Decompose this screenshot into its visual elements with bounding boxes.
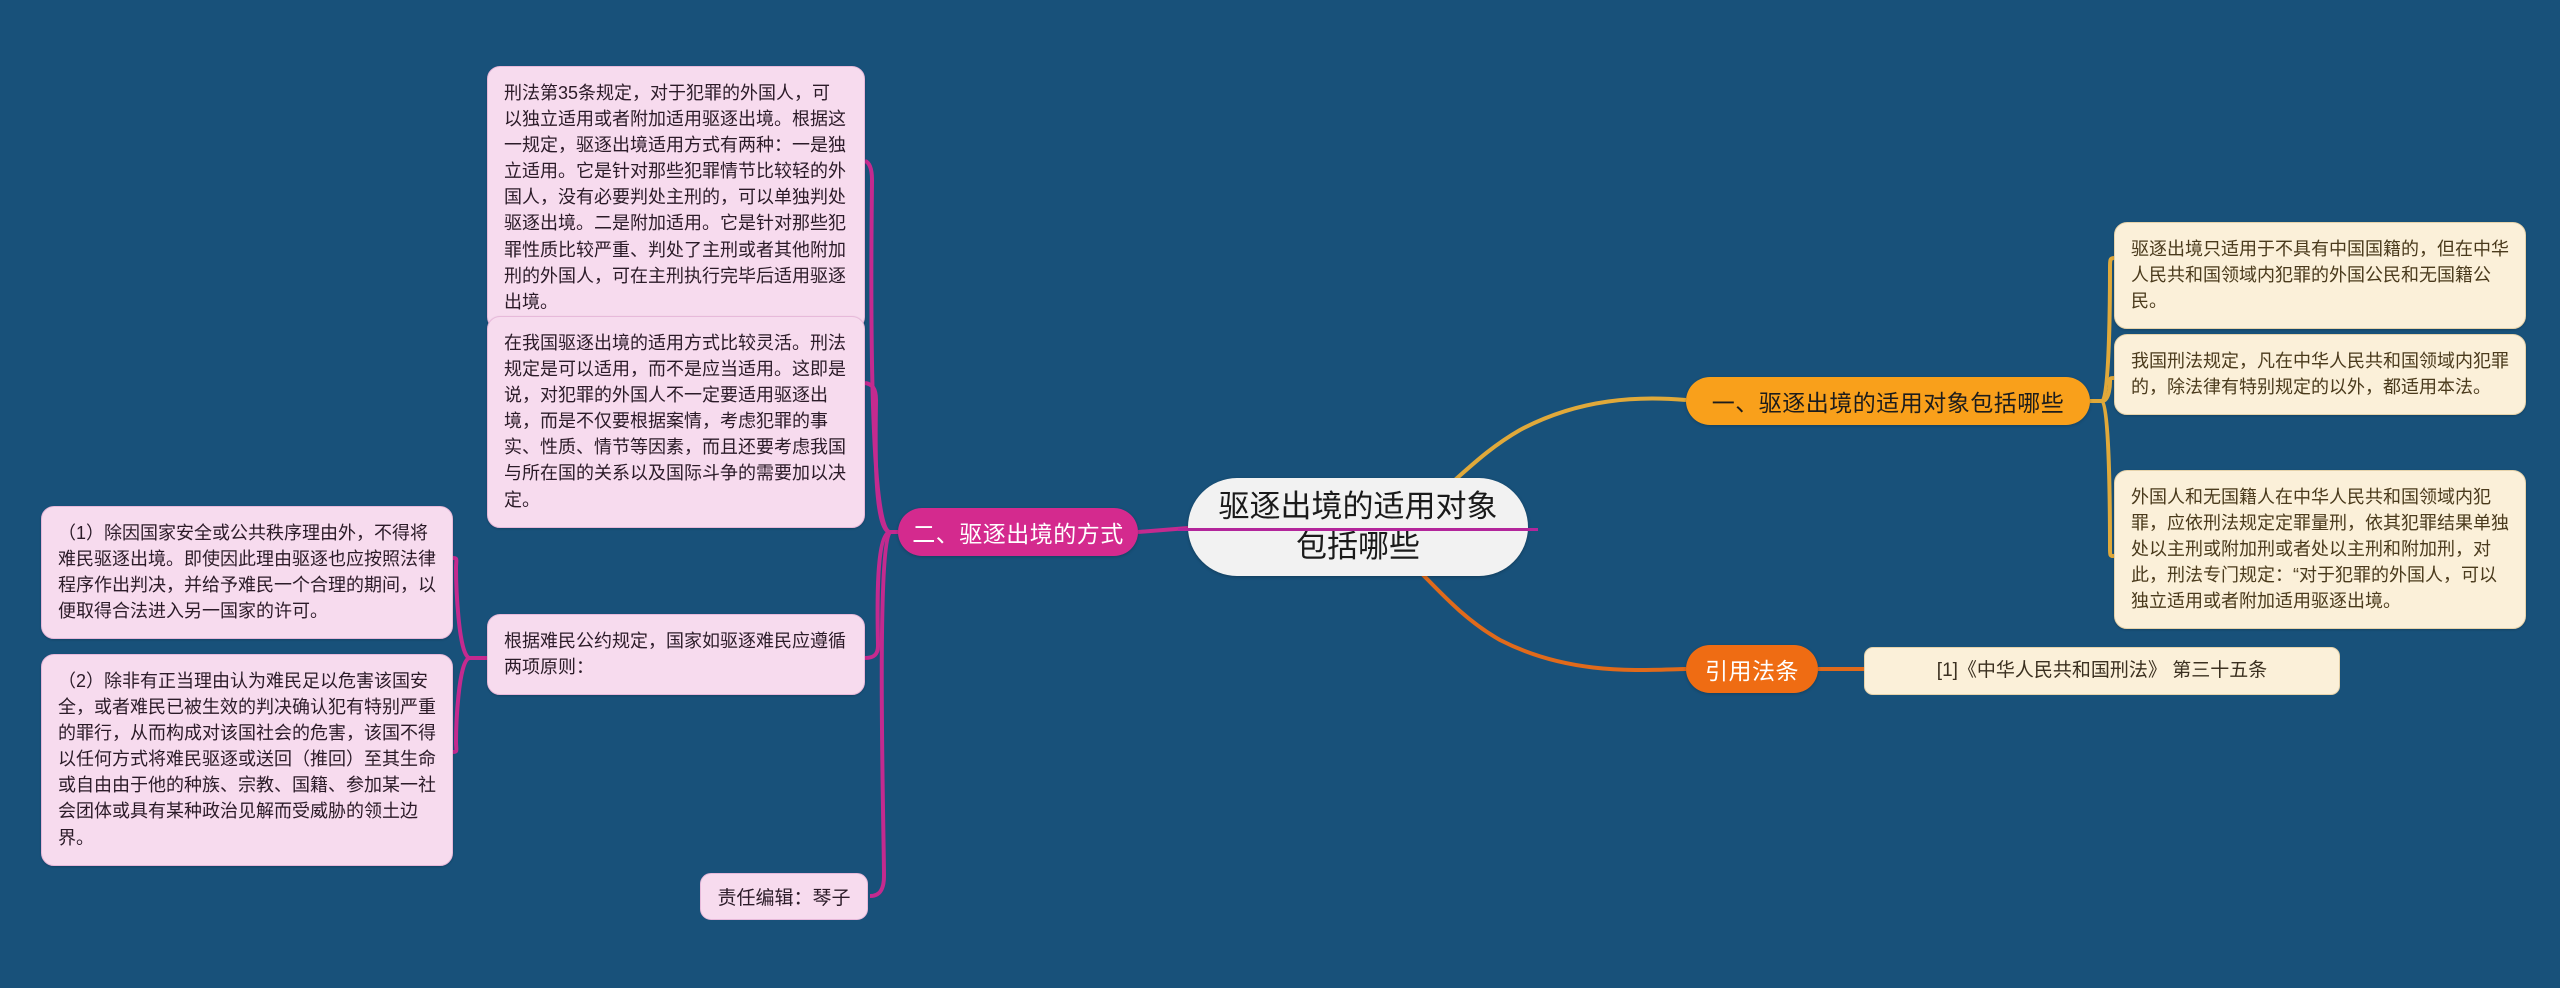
central-topic-label: 驱逐出境的适用对象包括哪些 [1218, 488, 1498, 564]
leaf-objects-2[interactable]: 我国刑法规定，凡在中华人民共和国领域内犯罪的，除法律有特别规定的以外，都适用本法… [2114, 334, 2526, 416]
link-leaf3-to-child-2 [452, 656, 472, 754]
leaf-methods-2[interactable]: 在我国驱逐出境的适用方式比较灵活。刑法规定是可以适用，而不是应当适用。这即是说，… [487, 316, 865, 528]
link-methods-to-leaf-1 [864, 159, 892, 534]
branch-objects[interactable]: 一、驱逐出境的适用对象包括哪些 [1686, 377, 2090, 425]
leaf-citation-1[interactable]: [1]《中华人民共和国刑法》 第三十五条 [1864, 647, 2340, 695]
leaf-objects-1[interactable]: 驱逐出境只适用于不具有中国国籍的，但在中华人民共和国领域内犯罪的外国公民和无国籍… [2114, 222, 2526, 330]
link-methods-to-leaf-3 [864, 530, 892, 660]
branch-citation-label: 引用法条 [1705, 658, 1799, 684]
leaf-methods-3-child-2[interactable]: （2）除非有正当理由认为难民足以危害该国安全，或者难民已被生效的判决确认犯有特别… [41, 654, 453, 866]
branch-objects-label: 一、驱逐出境的适用对象包括哪些 [1711, 390, 2065, 416]
branch-methods[interactable]: 二、驱逐出境的方式 [898, 508, 1138, 556]
editor-credit: 责任编辑：琴子 [700, 873, 868, 920]
branch-methods-label: 二、驱逐出境的方式 [912, 521, 1124, 547]
link-objects-to-leaf-1 [2100, 256, 2115, 403]
link-methods-to-leaf-2 [864, 381, 891, 534]
link-objects-to-leaf-2 [2101, 376, 2115, 403]
central-topic[interactable]: 驱逐出境的适用对象包括哪些 [1188, 478, 1528, 576]
central-topic-underline [1178, 528, 1538, 531]
leaf-methods-3-child-1[interactable]: （1）除因国家安全或公共秩序理由外，不得将难民驱逐出境。即使因此理由驱逐也应按照… [41, 506, 453, 640]
leaf-methods-1[interactable]: 刑法第35条规定，对于犯罪的外国人，可以独立适用或者附加适用驱逐出境。根据这一规… [487, 66, 865, 330]
link-objects-to-leaf-3 [2100, 399, 2115, 558]
link-leaf3-to-child-1 [452, 556, 472, 660]
branch-citation[interactable]: 引用法条 [1686, 645, 1818, 693]
leaf-methods-3[interactable]: 根据难民公约规定，国家如驱逐难民应遵循两项原则： [487, 614, 865, 696]
leaf-objects-3[interactable]: 外国人和无国籍人在中华人民共和国领域内犯罪，应依刑法规定定罪量刑，依其犯罪结果单… [2114, 470, 2526, 630]
link-methods-to-editor [869, 530, 892, 898]
